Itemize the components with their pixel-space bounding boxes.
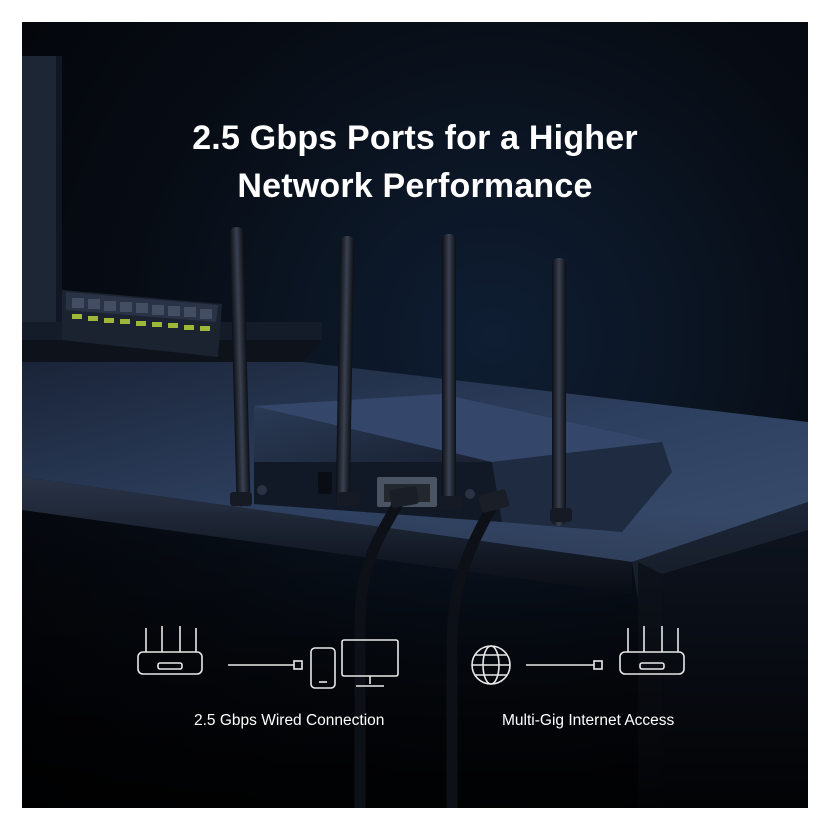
internet-access-caption: Multi-Gig Internet Access [502,712,675,729]
desk-scene [22,56,808,808]
antennas [229,227,572,526]
wired-connection-diagram [137,626,399,689]
headline-line-2: Network Performance [237,167,593,205]
cables [354,494,498,808]
router-icon-right [619,626,685,675]
globe-icon [471,645,511,685]
wired-connection-caption: 2.5 Gbps Wired Connection [194,712,385,729]
desktop-monitor-icon [341,639,399,687]
product-photo: 2.5 Gbps Ports for a Higher Network Perf… [22,22,808,808]
cable-plugs [389,486,510,513]
cable-plug-left [293,660,303,670]
headline-line-1: 2.5 Gbps Ports for a Higher [192,119,638,157]
phone-icon [310,647,336,689]
cable-plug-right [593,660,603,670]
headline: 2.5 Gbps Ports for a Higher Network Perf… [22,114,808,210]
router-icon-left [137,626,203,675]
internet-access-diagram [471,626,685,685]
keyboard [62,290,222,357]
